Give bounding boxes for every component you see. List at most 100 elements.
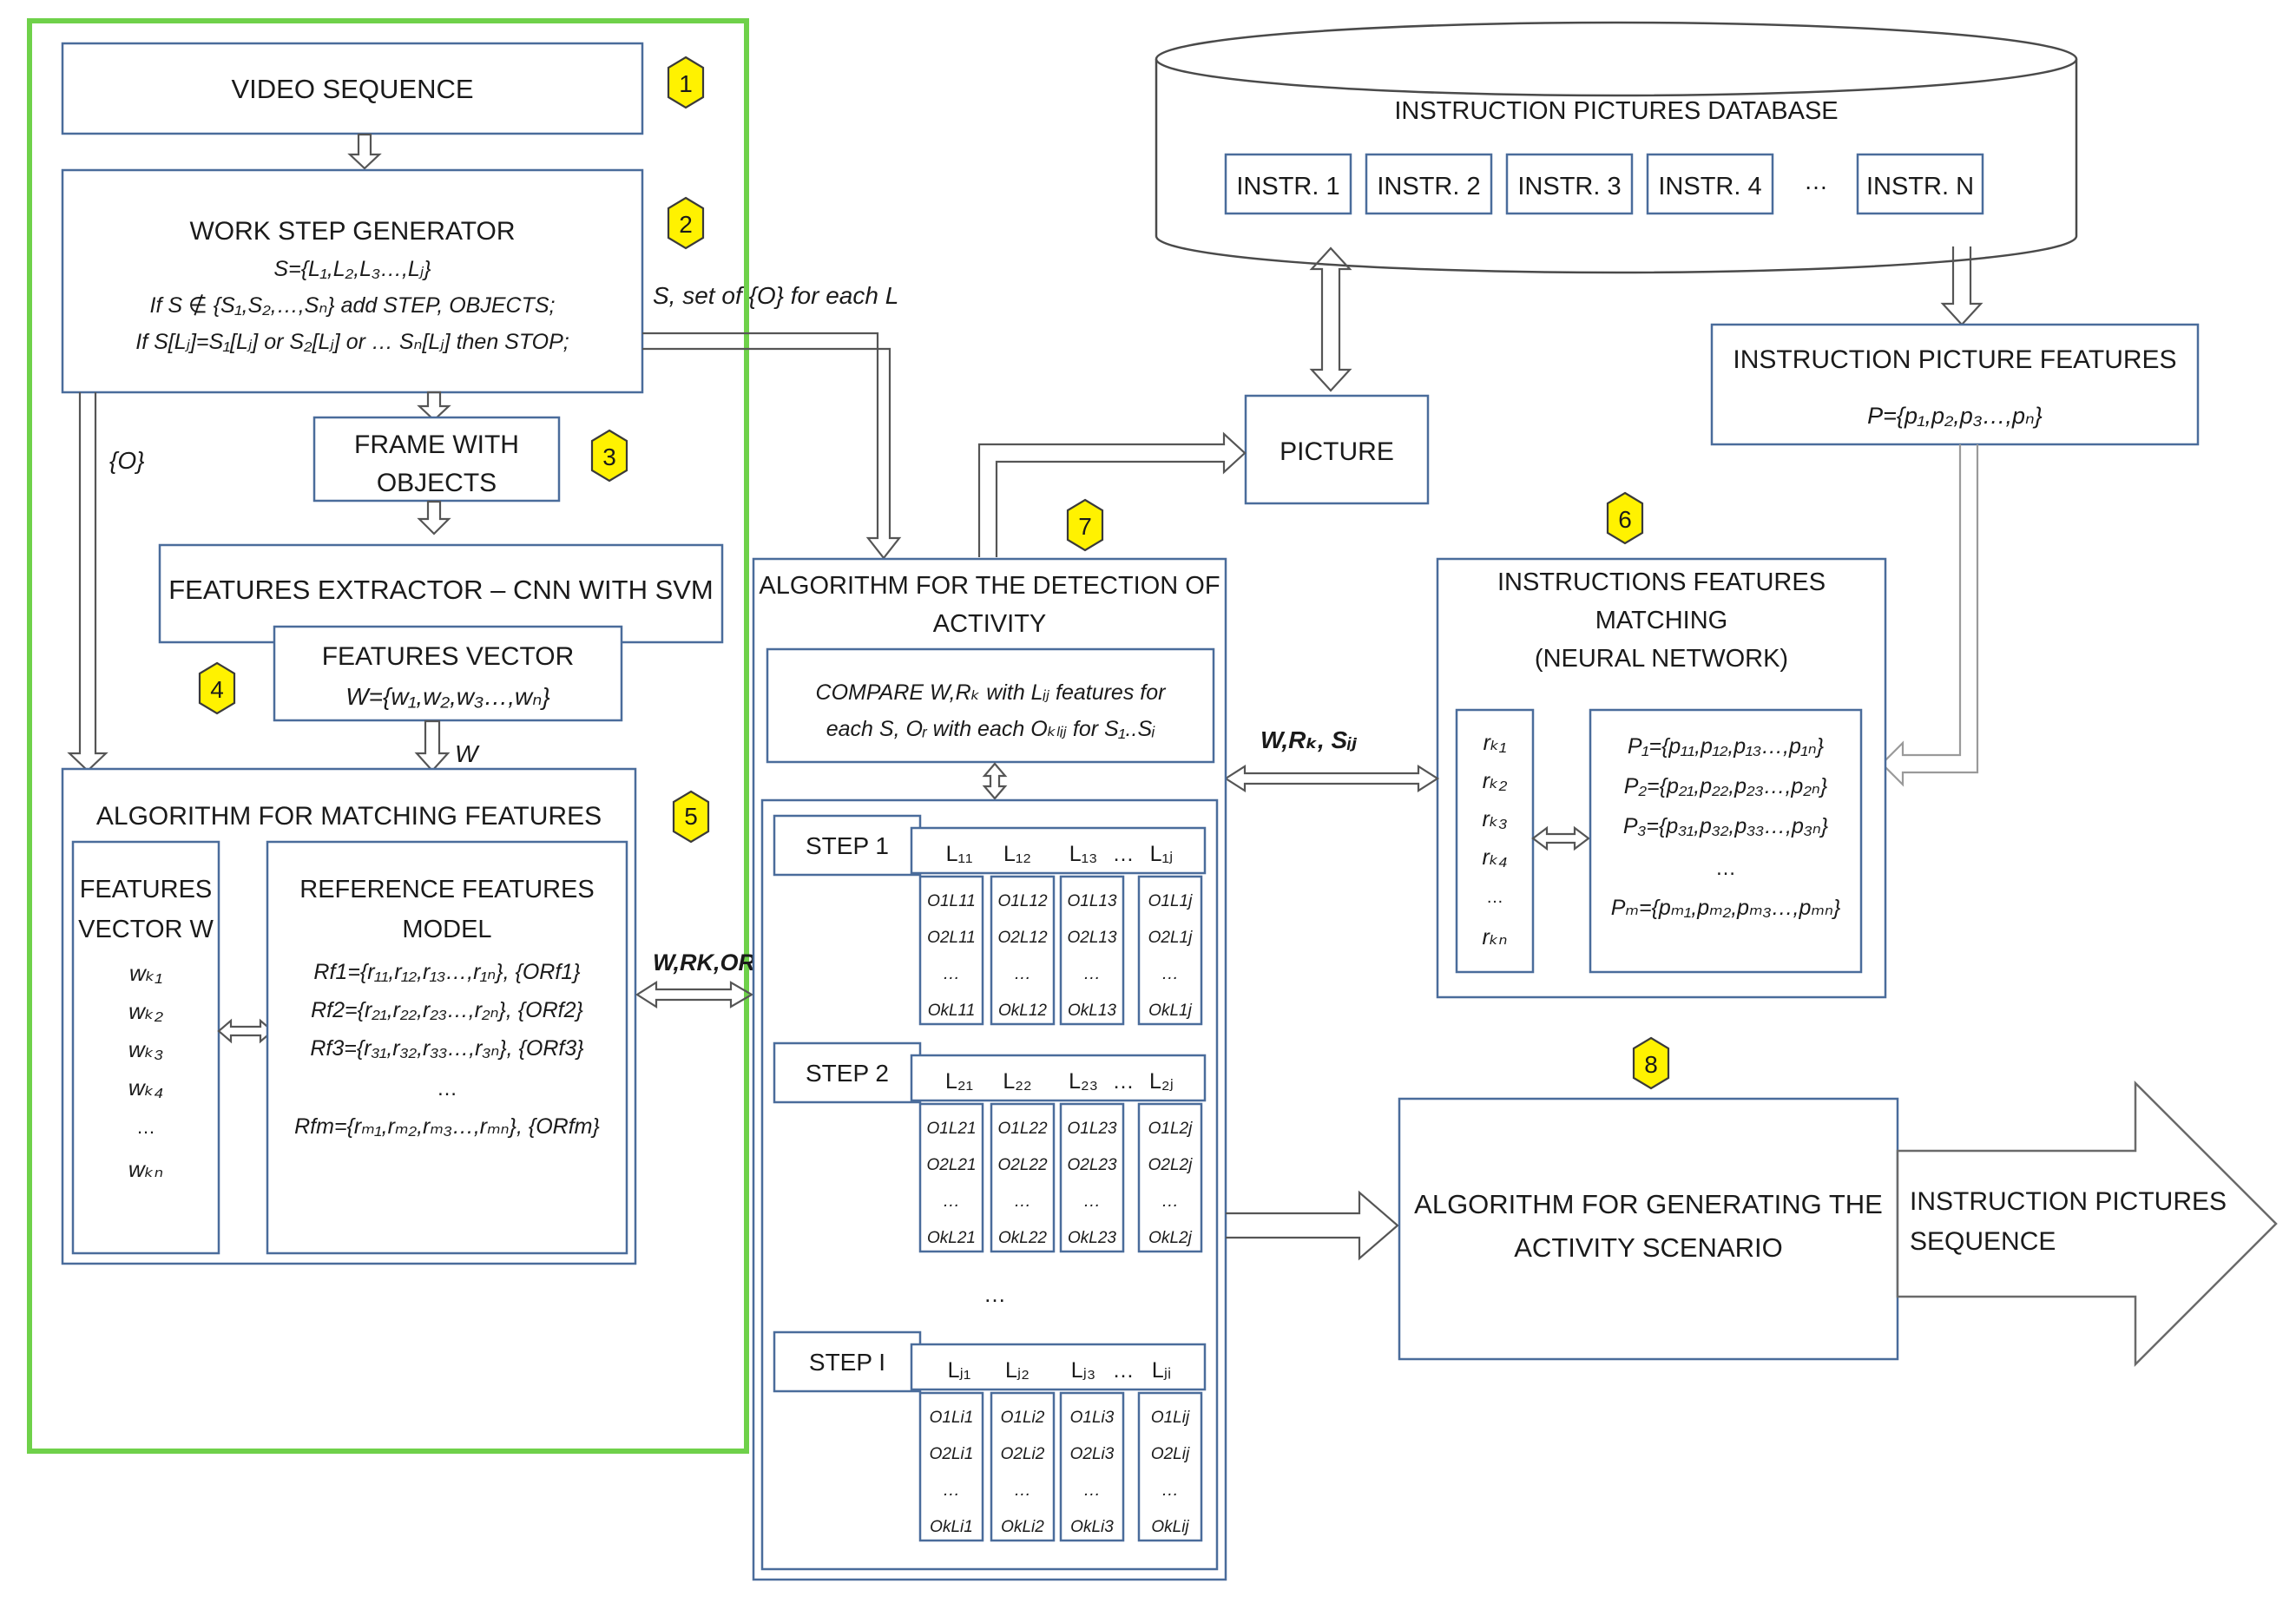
arrow-r-p — [1531, 825, 1590, 851]
object-cell: O2L21 — [926, 1156, 976, 1174]
step-label: STEP 2 — [806, 1060, 889, 1087]
step-label: STEP 1 — [806, 832, 889, 859]
output-line-1: INSTRUCTION PICTURES — [1910, 1187, 2227, 1216]
im-title-2: MATCHING — [1595, 607, 1728, 634]
badge-2: 2 — [667, 196, 705, 250]
step-label-box — [773, 1041, 922, 1104]
object-cell: O2L12 — [997, 929, 1047, 947]
step-header-box — [910, 1054, 1207, 1102]
extractor-label: FEATURES EXTRACTOR – CNN WITH SVM — [168, 575, 714, 605]
object-cell: … — [943, 1192, 960, 1211]
object-cell: … — [1083, 1481, 1101, 1500]
object-cell: O2L11 — [927, 929, 976, 947]
step-header-box — [910, 1343, 1207, 1391]
ref-item: Rfm={rₘ₁,rₘ₂,rₘ₃…,rₘₙ}, {ORfm} — [294, 1114, 600, 1139]
p-item: Pₘ={pₘ₁,pₘ₂,pₘ₃…,pₘₙ} — [1611, 896, 1841, 920]
arrow-detection-matching — [1223, 764, 1440, 793]
r-item: rₖ₂ — [1483, 769, 1508, 793]
label-o: {O} — [109, 447, 144, 474]
svg-text:1: 1 — [679, 70, 693, 97]
matching-title: ALGORITHM FOR MATCHING FEATURES — [96, 802, 602, 831]
instruction-picture-features-box: INSTRUCTION PICTURE FEATURES P={p₁,p₂,p₃… — [1710, 323, 2200, 446]
svg-text:7: 7 — [1078, 513, 1092, 540]
step-column-label: L₂₃ — [1069, 1069, 1098, 1094]
svg-text:3: 3 — [602, 443, 616, 470]
generator-line-1: S={L₁,L₂,L₃…,Lⱼ} — [273, 257, 431, 281]
badge-7: 7 — [1066, 498, 1104, 552]
svg-text:5: 5 — [684, 803, 698, 830]
arrow-detection-to-scenario — [1226, 1190, 1399, 1261]
object-cell: OkL1j — [1148, 1002, 1192, 1020]
step-column-label: … — [1113, 842, 1135, 866]
p-item: P₂={p₂₁,p₂₂,p₂₃…,p₂ₙ} — [1624, 774, 1827, 798]
object-cell: … — [1161, 964, 1179, 983]
ref-item: Rf2={r₂₁,r₂₂,r₂₃…,r₂ₙ}, {ORf2} — [311, 998, 583, 1022]
ref-title-2: MODEL — [402, 916, 491, 943]
r-item: … — [1486, 888, 1503, 907]
ref-item: Rf1={r₁₁,r₁₂,r₁₃…,r₁ₙ}, {ORf1} — [313, 960, 580, 984]
arrow-generator-to-matching — [67, 392, 109, 772]
object-column — [918, 1391, 984, 1542]
object-cell: OkLij — [1151, 1518, 1189, 1536]
object-cell: … — [1161, 1481, 1179, 1500]
object-column — [990, 1102, 1056, 1253]
video-sequence-box: VIDEO SEQUENCE — [61, 42, 644, 135]
generator-title: WORK STEP GENERATOR — [189, 217, 515, 246]
arrow-detection-picture — [977, 431, 1247, 557]
ref-item: … — [437, 1077, 457, 1100]
r-item: rₖ₄ — [1483, 845, 1508, 870]
object-cell: O1L13 — [1067, 892, 1116, 910]
object-cell: OkLi1 — [930, 1518, 973, 1536]
object-cell: O2L23 — [1067, 1156, 1116, 1174]
badge-3: 3 — [590, 429, 628, 483]
object-cell: … — [1014, 964, 1031, 983]
step-column-label: Lⱼ₁ — [948, 1358, 971, 1383]
badge-1: 1 — [667, 56, 705, 109]
arrow-generator-to-frame — [417, 391, 451, 422]
p-item: … — [1715, 857, 1736, 880]
object-cell: OkL13 — [1068, 1002, 1116, 1020]
object-cell: O2L13 — [1067, 929, 1116, 947]
ipf-formula: P={p₁,p₂,p₃…,pₙ} — [1867, 403, 2043, 429]
object-cell: O1Li2 — [1001, 1409, 1045, 1427]
object-cell: … — [1083, 1192, 1101, 1211]
step-column-label: … — [1113, 1358, 1135, 1383]
label-w: W — [455, 740, 480, 767]
badge-4: 4 — [198, 661, 236, 715]
svg-text:2: 2 — [679, 211, 693, 238]
instr-item: INSTR. N — [1866, 173, 1974, 200]
instr-item: INSTR. 1 — [1236, 173, 1339, 200]
label-w-rk-s: W,Rₖ, Sᵢⱼ — [1260, 726, 1358, 753]
fv-title-2: VECTOR W — [78, 916, 214, 943]
fv-item: wₖ₁ — [129, 960, 162, 986]
object-column — [1059, 1102, 1125, 1253]
database-title: INSTRUCTION PICTURES DATABASE — [1394, 97, 1838, 125]
object-column — [990, 1391, 1056, 1542]
object-cell: O2Lij — [1151, 1445, 1190, 1463]
object-column — [990, 875, 1056, 1026]
object-cell: O1Li1 — [930, 1409, 974, 1427]
object-cell: OkL12 — [998, 1002, 1047, 1020]
badge-5: 5 — [672, 790, 710, 844]
object-cell: OkL11 — [928, 1002, 976, 1020]
arrow-matching-detection — [635, 980, 754, 1009]
frame-with-objects-box: FRAME WITH OBJECTS — [312, 416, 561, 503]
object-cell: O1Li3 — [1070, 1409, 1115, 1427]
step-column-label: L₁ⱼ — [1150, 842, 1174, 866]
detection-title-2: ACTIVITY — [933, 610, 1047, 638]
object-cell: OkLi2 — [1001, 1518, 1044, 1536]
object-cell: O2L22 — [997, 1156, 1047, 1174]
fv-item: wₖ₂ — [128, 998, 163, 1024]
steps-ellipsis: … — [984, 1281, 1006, 1307]
object-column — [1059, 1391, 1125, 1542]
instructions-matching-box: INSTRUCTIONS FEATURES MATCHING (NEURAL N… — [1436, 557, 1887, 999]
generator-line-3: If S[Lⱼ]=S₁[Lⱼ] or S₂[Lⱼ] or … Sₙ[Lⱼ] th… — [135, 330, 569, 354]
object-cell: O1L12 — [997, 892, 1047, 910]
preprocessing-frame — [27, 18, 749, 1454]
features-vector-title: FEATURES VECTOR — [322, 642, 575, 671]
badge-6: 6 — [1606, 491, 1644, 545]
object-cell: OkL21 — [927, 1229, 976, 1247]
compare-line-1: COMPARE W,Rₖ with Lᵢⱼ features for — [816, 680, 1168, 705]
object-cell: O1Lij — [1151, 1409, 1190, 1427]
